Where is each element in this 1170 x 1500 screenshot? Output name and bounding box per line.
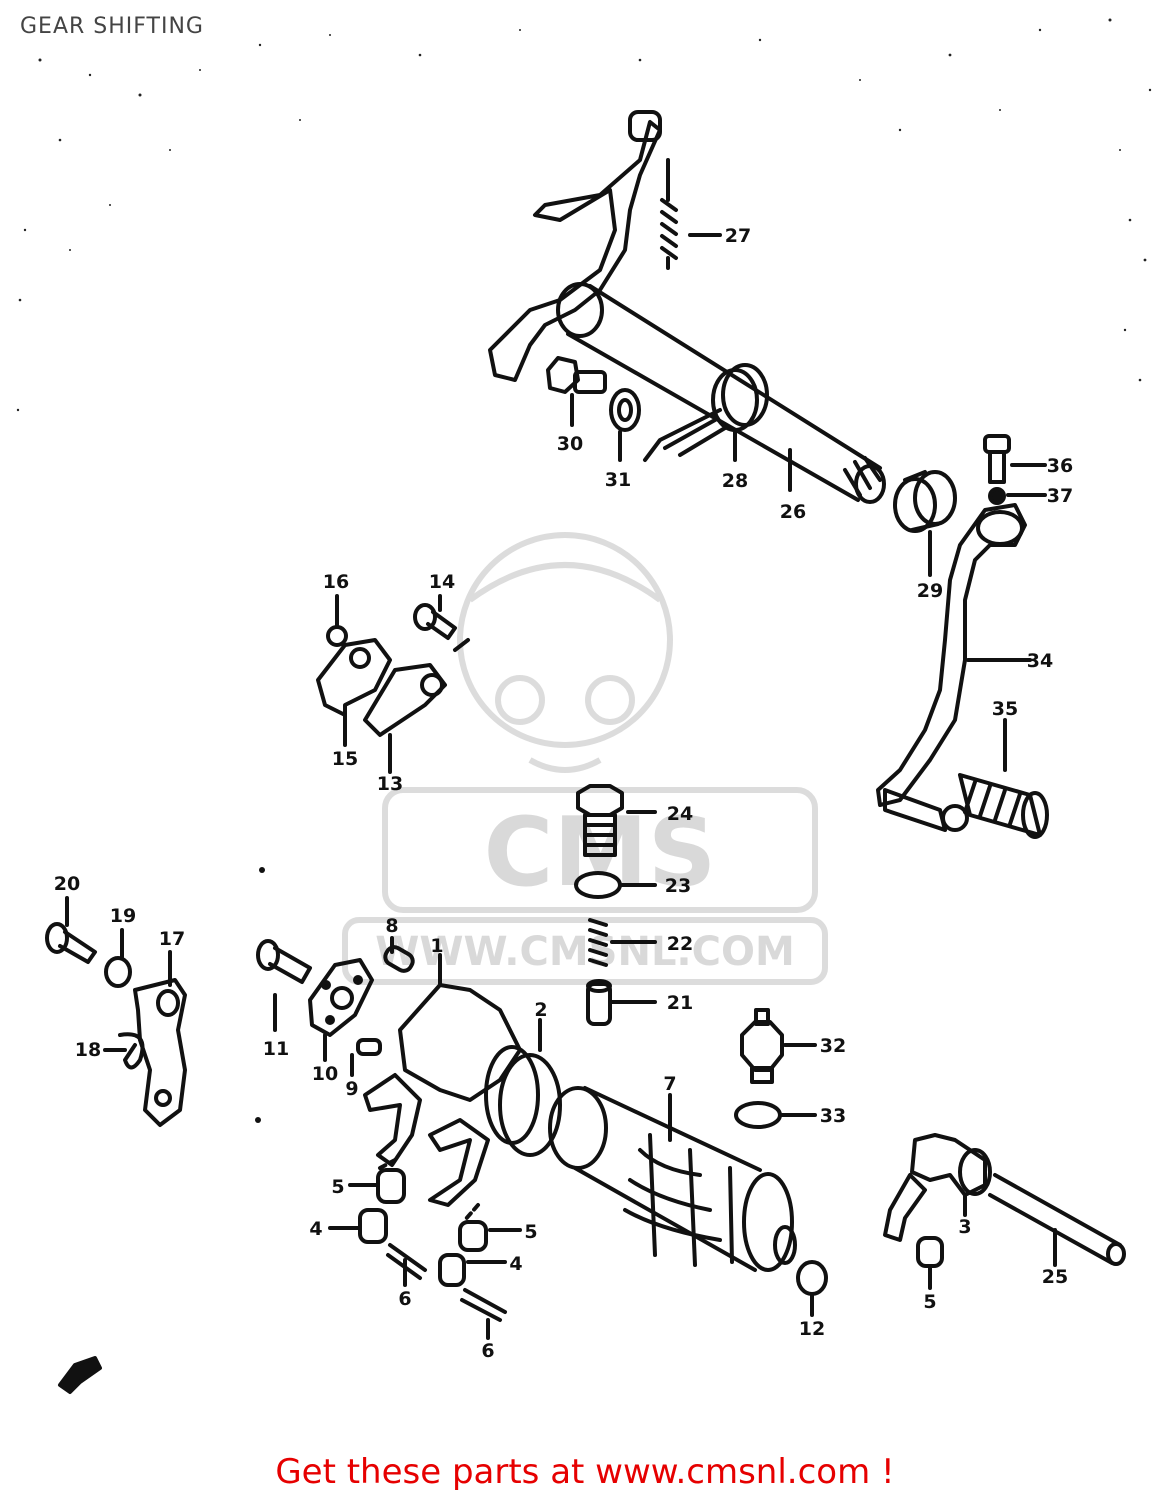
callout-10: 10 [312,1063,338,1085]
shift-shaft-26-part [556,282,886,504]
callout-23: 23 [665,875,691,897]
scan-speckle [16,18,1152,412]
parts-linework [45,110,1126,1394]
callout-16: 16 [323,571,349,593]
bolt-36-part [983,434,1011,505]
callout-5b: 5 [524,1221,537,1243]
callout-35: 35 [992,698,1018,720]
bolt-11-part [256,939,312,984]
pin-6-part-b [460,1288,507,1322]
bolt-30-part [546,356,607,394]
spring-22-part [588,918,608,967]
callout-29: 29 [917,580,943,602]
callout-1: 1 [430,935,443,957]
callout-30: 30 [557,433,583,455]
cam-plate-10-part [308,958,374,1037]
pin-21-part [586,979,612,1026]
roller-5-part-a [376,1168,406,1204]
callout-21: 21 [667,992,693,1014]
callout-22: 22 [667,933,693,955]
o-ring-33-part [734,1101,782,1129]
bolt-20-part [45,922,97,964]
callout-32: 32 [820,1035,846,1057]
callout-36: 36 [1047,455,1073,477]
pin-8-part [383,945,415,973]
stopper-plate-15-part [316,638,392,717]
callout-20: 20 [54,873,80,895]
callout-numbers: 1 2 3 4 4 5 5 5 6 6 7 8 9 10 11 12 13 14… [54,225,1073,1362]
roller-5-part-b [458,1220,488,1252]
callout-33: 33 [820,1105,846,1127]
pin-9-part [356,1038,382,1056]
callout-15: 15 [332,748,358,770]
callout-4b: 4 [509,1253,522,1275]
callout-25: 25 [1042,1266,1068,1288]
callout-5a: 5 [331,1176,344,1198]
watermark-url-text: WWW.CMSNL.COM [375,929,795,975]
shift-rubber-35-part [958,773,1049,839]
pin-4-part-a [358,1208,388,1244]
plug-bolt-24-part [576,784,624,857]
cms-watermark [342,532,828,985]
shift-fork-3-part [883,1133,992,1242]
cap-12-part [796,1260,828,1296]
callout-18: 18 [75,1039,101,1061]
shift-arm-part [488,120,662,382]
callout-13: 13 [377,773,403,795]
gear-shift-lever-34-part [876,503,1027,832]
callout-26: 26 [780,501,806,523]
callout-24: 24 [667,803,693,825]
washer-19-part [104,956,132,988]
callout-7: 7 [663,1073,676,1095]
callout-2: 2 [534,999,547,1021]
footer-parts-link[interactable]: Get these parts at www.cmsnl.com ! [275,1452,895,1492]
oil-seal-29-part [893,470,957,533]
page-title: GEAR SHIFTING [20,14,204,39]
pin-4-part-b [438,1253,466,1287]
callout-19: 19 [110,905,136,927]
callout-37: 37 [1047,485,1073,507]
roller-5-part-c [916,1236,944,1268]
bolt-14-part [413,603,457,640]
shift-fork-1-part [363,983,522,1207]
callout-6a: 6 [398,1288,411,1310]
neutral-switch-32-part [740,1008,784,1084]
callout-31: 31 [605,469,631,491]
callout-11: 11 [263,1038,289,1060]
callout-27: 27 [725,225,751,247]
callout-28: 28 [722,470,748,492]
callout-14: 14 [429,571,455,593]
callout-4a: 4 [309,1218,322,1240]
nut-16-part [326,625,348,647]
shift-arm-17-part [133,978,187,1127]
callout-12: 12 [799,1318,825,1340]
shift-arm-tip [628,110,662,142]
stopper-13-part [363,663,447,737]
callout-3: 3 [958,1216,971,1238]
callout-8: 8 [385,915,398,937]
callout-6b: 6 [481,1340,494,1362]
washer-31-part [609,388,641,432]
fork-shaft-25-part [988,1173,1126,1266]
spring-18-part [118,1032,145,1070]
callout-34: 34 [1027,650,1053,672]
spring-27-part [660,158,678,270]
front-arrow-icon [58,1356,102,1394]
shift-drum-7-part [548,1086,797,1272]
callout-17: 17 [159,928,185,950]
callout-5c: 5 [923,1291,936,1313]
drum-collar-2-part [484,1045,562,1157]
callout-9: 9 [345,1078,358,1100]
